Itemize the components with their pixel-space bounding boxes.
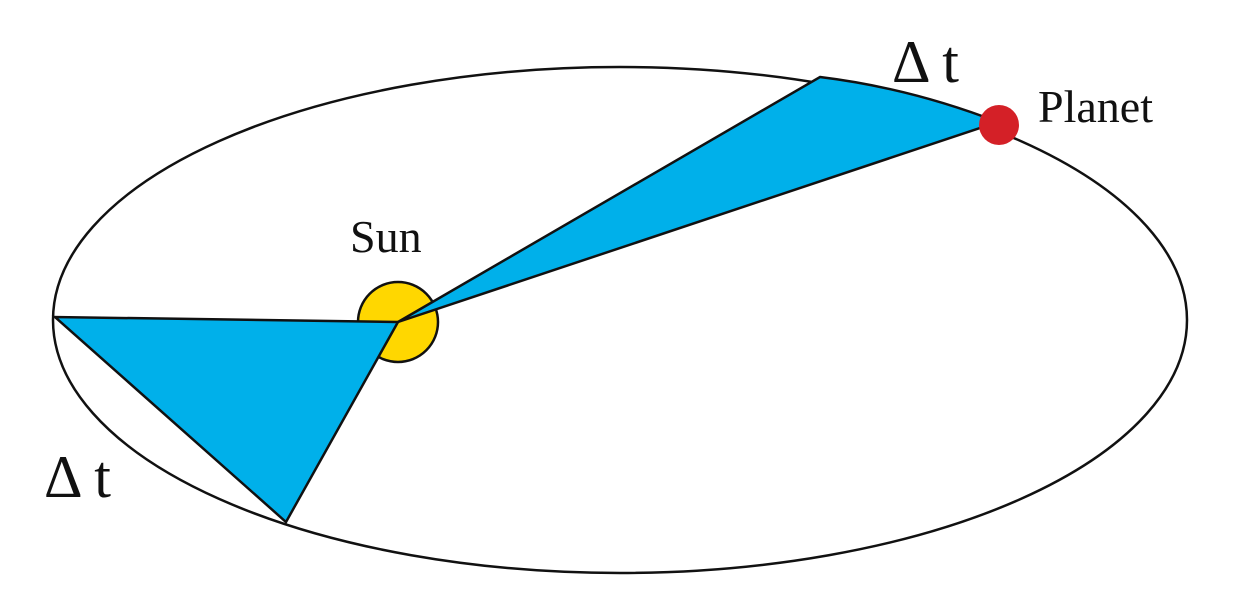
swept-area-sector-right — [397, 75, 1002, 324]
sun-label: Sun — [350, 211, 422, 262]
planet — [979, 105, 1019, 145]
planet-label: Planet — [1038, 81, 1153, 132]
orbit-ellipse — [51, 65, 1189, 575]
swept-area-sector-left — [51, 315, 401, 524]
delta-t-label-bottom: Δ t — [44, 444, 111, 510]
delta-t-label-top: Δ t — [892, 29, 959, 95]
